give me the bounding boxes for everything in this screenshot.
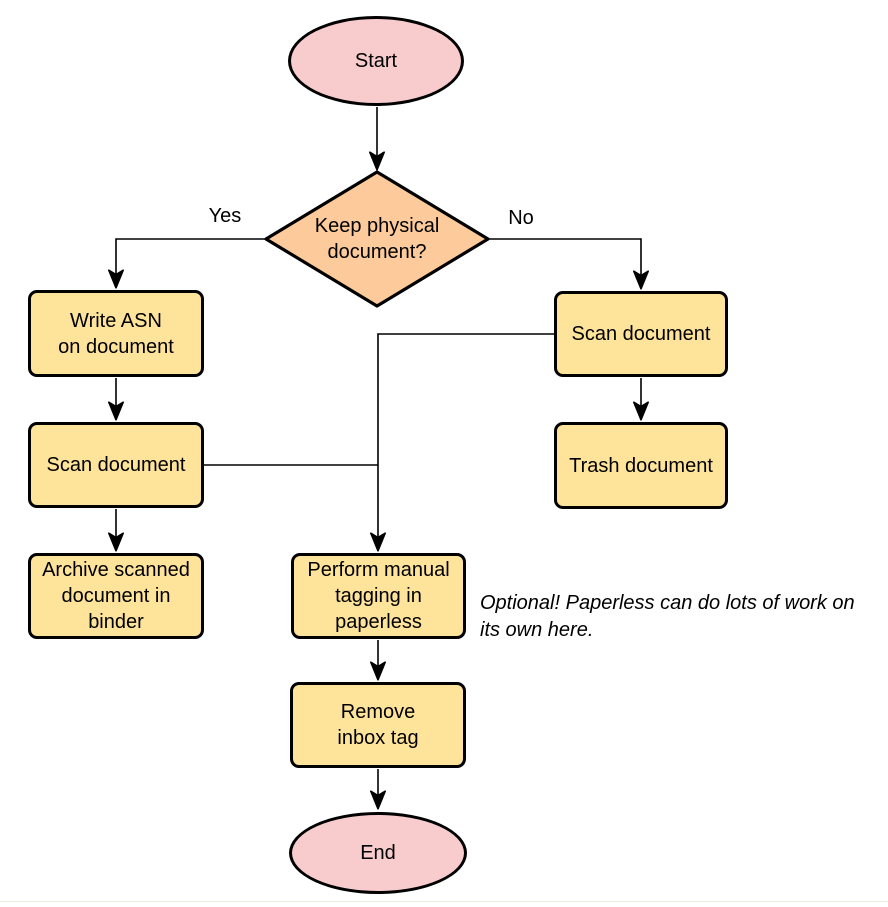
optional-note: Optional! Paperless can do lots of work …	[480, 592, 855, 641]
node-end-label: End	[360, 842, 396, 864]
node-scan-document-right: Scan document	[554, 291, 728, 377]
edge-scan-right-to-tagging	[370, 333, 554, 552]
edge-label-yes: Yes	[208, 205, 242, 227]
node-start: Start	[288, 16, 464, 106]
edge-decision-no-to-scan-right	[488, 238, 649, 290]
node-archive-document: Archive scanned document in binder	[28, 553, 204, 639]
decision-diamond	[264, 170, 490, 308]
node-decision-label: Keep physical document?	[314, 215, 440, 263]
node-start-label: Start	[354, 50, 398, 72]
node-write-asn: Write ASN on document	[28, 290, 204, 377]
node-manual-tagging: Perform manual tagging in paperless	[291, 553, 466, 639]
node-manual-tagging-label: Perform manual tagging in paperless	[307, 559, 450, 633]
bottom-divider	[0, 901, 888, 902]
node-remove-inbox-tag-label: Remove inbox tag	[337, 701, 419, 749]
node-end: End	[289, 812, 467, 894]
node-trash-document: Trash document	[554, 422, 728, 509]
edge-decision-yes-to-write-asn	[108, 238, 266, 289]
node-scan-document-right-label: Scan document	[571, 323, 711, 345]
node-remove-inbox-tag: Remove inbox tag	[290, 682, 466, 768]
node-archive-document-label: Archive scanned document in binder	[42, 559, 190, 633]
node-scan-document-left-label: Scan document	[46, 454, 186, 476]
node-write-asn-label: Write ASN on document	[58, 309, 174, 358]
edge-label-no: No	[508, 207, 534, 229]
node-scan-document-left: Scan document	[28, 422, 204, 508]
node-trash-document-label: Trash document	[569, 454, 713, 477]
